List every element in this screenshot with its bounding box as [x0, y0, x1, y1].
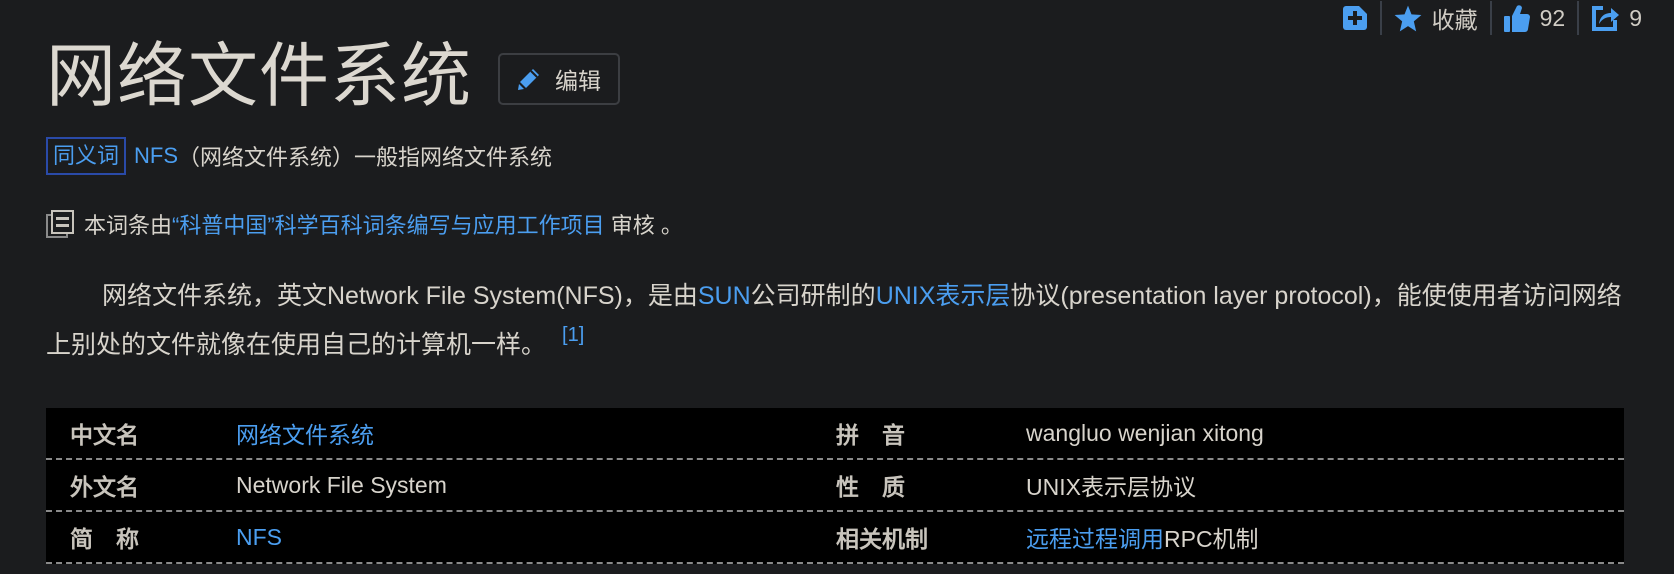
share-button[interactable]: 9 [1579, 0, 1654, 36]
infobox-label: 拼 音 [836, 422, 905, 448]
summary-text: 协议(presentation layer protocol)，能使使用者访问网… [46, 282, 1622, 359]
infobox-label: 相关机制 [836, 526, 928, 552]
infobox-row: 外文名 Network File System 性 质 UNIX表示层协议 [46, 460, 1624, 512]
synonym-link[interactable]: NFS [134, 143, 179, 168]
favorite-button[interactable]: 收藏 [1382, 0, 1490, 36]
sun-link[interactable]: SUN [697, 282, 751, 310]
review-suffix: 审核 。 [604, 213, 683, 238]
favorite-label: 收藏 [1431, 7, 1478, 33]
share-icon [1592, 6, 1620, 31]
rpc-link[interactable]: 远程过程调用 [1026, 526, 1164, 552]
title-row: 网络文件系统 编辑 [46, 36, 620, 116]
article-toolbar: 收藏 92 9 [1330, 0, 1674, 36]
synonym-badge[interactable]: 同义词 [46, 137, 127, 175]
synonym-row: 同义词 NFS （网络文件系统）一般指网络文件系统 [46, 137, 552, 175]
infobox-value: UNIX表示层协议 [1026, 474, 1196, 500]
review-prefix: 本词条由 [84, 213, 173, 238]
like-button[interactable]: 92 [1492, 0, 1578, 36]
infobox-row: 简 称 NFS 相关机制 远程过程调用RPC机制 [46, 512, 1624, 564]
pencil-icon [518, 69, 539, 90]
plus-square-icon [1342, 6, 1367, 30]
infobox-abbreviation-link[interactable]: NFS [236, 523, 282, 550]
like-count: 92 [1539, 4, 1566, 31]
infobox-label: 性 质 [836, 474, 905, 500]
page-title: 网络文件系统 [46, 37, 472, 115]
toolbar-divider [1577, 1, 1580, 35]
toolbar-divider [1379, 1, 1382, 35]
infobox-label: 简 称 [70, 526, 139, 552]
infobox-value-text: RPC机制 [1164, 526, 1259, 552]
summary-text: 公司研制的 [750, 282, 876, 310]
document-icon [46, 210, 74, 238]
synonym-text: （网络文件系统）一般指网络文件系统 [178, 145, 553, 170]
reference-link[interactable]: [1] [562, 324, 585, 346]
infobox: 中文名 网络文件系统 拼 音 wangluo wenjian xitong 外文… [46, 408, 1624, 564]
star-icon [1394, 5, 1422, 31]
infobox-value: Network File System [236, 471, 447, 498]
infobox-value: 远程过程调用RPC机制 [1026, 520, 1259, 554]
thumbs-up-icon [1503, 5, 1530, 32]
unix-presentation-layer-link[interactable]: UNIX表示层 [875, 282, 1011, 310]
share-count: 9 [1629, 4, 1642, 31]
infobox-row: 中文名 网络文件系统 拼 音 wangluo wenjian xitong [46, 408, 1624, 460]
infobox-value: wangluo wenjian xitong [1026, 419, 1264, 446]
edit-label: 编辑 [555, 68, 601, 94]
infobox-chinese-name-link[interactable]: 网络文件系统 [236, 422, 374, 448]
review-notice: 本词条由 “科普中国”科学百科词条编写与应用工作项目 审核 。 [46, 207, 683, 241]
summary-text: 网络文件系统，英文Network File System(NFS)，是由 [102, 282, 698, 310]
summary-paragraph: 网络文件系统，英文Network File System(NFS)，是由SUN公… [46, 272, 1624, 370]
add-button[interactable] [1330, 0, 1380, 36]
review-project-link[interactable]: “科普中国”科学百科词条编写与应用工作项目 [172, 213, 605, 238]
edit-button[interactable]: 编辑 [498, 53, 620, 105]
infobox-label: 外文名 [70, 474, 139, 500]
toolbar-divider [1489, 1, 1492, 35]
infobox-label: 中文名 [70, 422, 139, 448]
